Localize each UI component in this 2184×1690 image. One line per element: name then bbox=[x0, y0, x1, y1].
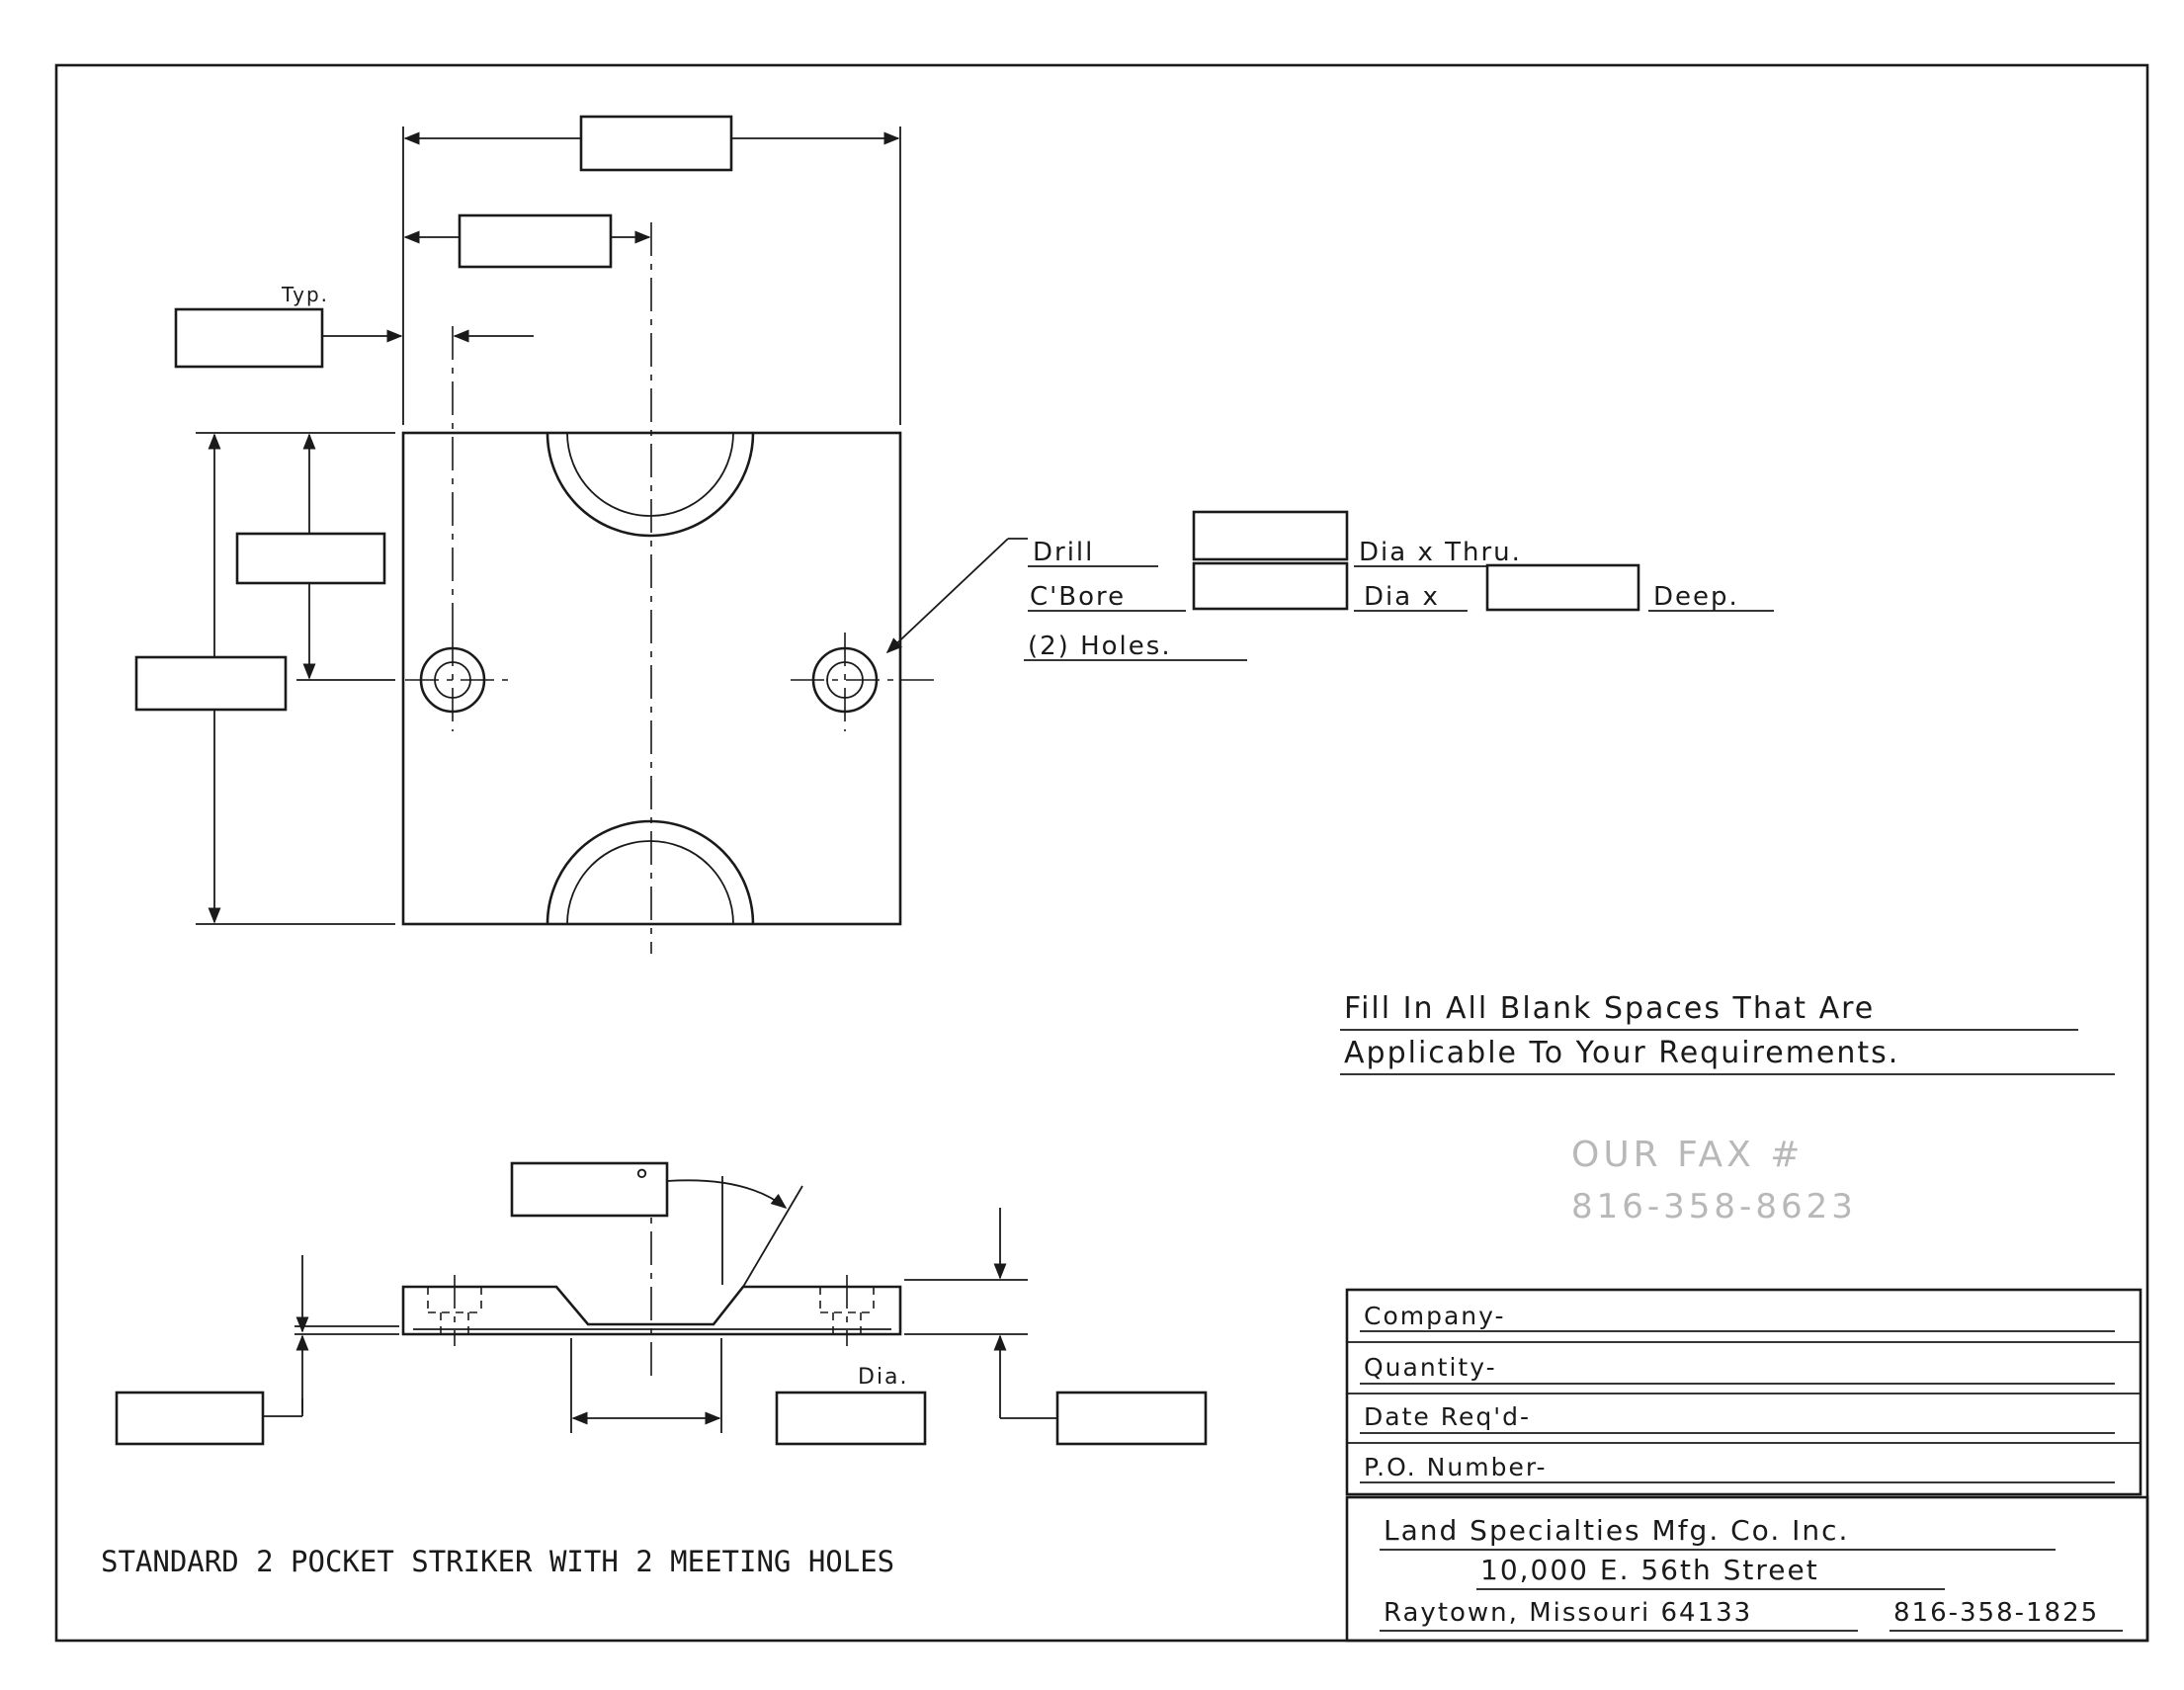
pocket-depth-input-box[interactable] bbox=[115, 1391, 265, 1446]
company-field-label: Company- bbox=[1364, 1302, 1506, 1330]
right-counterbore-hidden bbox=[819, 1275, 875, 1346]
fax-line-1: OUR FAX # bbox=[1571, 1135, 1804, 1175]
cbore-diameter-input-box[interactable] bbox=[1192, 561, 1349, 611]
sheet-border bbox=[54, 63, 2149, 1643]
hole-from-top-input-box[interactable] bbox=[235, 532, 386, 585]
fax-line-2: 816-358-8623 bbox=[1571, 1187, 1857, 1226]
overall-height-input-box[interactable] bbox=[134, 655, 288, 712]
overall-width-input-box[interactable] bbox=[579, 115, 733, 172]
left-counterbore-hidden bbox=[427, 1275, 482, 1346]
bottom-pocket bbox=[546, 819, 755, 925]
side-view: ° Dia. bbox=[115, 1161, 1208, 1446]
plan-view: Typ. bbox=[134, 115, 934, 954]
typ-edge-distance-input-box[interactable] bbox=[174, 307, 324, 369]
dia-x-label: Dia x bbox=[1364, 582, 1440, 612]
bottom-pocket-inner bbox=[566, 840, 734, 925]
degree-symbol: ° bbox=[634, 1164, 651, 1199]
thickness-input-box[interactable] bbox=[1055, 1391, 1208, 1446]
left-hole bbox=[405, 633, 514, 731]
angle-input-box[interactable] bbox=[510, 1161, 669, 1218]
drill-diameter-input-box[interactable] bbox=[1192, 510, 1349, 561]
po-number-field-label: P.O. Number- bbox=[1364, 1453, 1548, 1481]
pocket-diameter-input-box[interactable] bbox=[775, 1391, 927, 1446]
right-hole bbox=[791, 633, 934, 731]
quantity-field-label: Quantity- bbox=[1364, 1353, 1497, 1382]
order-form: Company- Quantity- Date Req'd- P.O. Numb… bbox=[1345, 1288, 2142, 1496]
street-address: 10,000 E. 56th Street bbox=[1480, 1554, 1819, 1586]
half-width-input-box[interactable] bbox=[458, 213, 613, 269]
cbore-depth-input-box[interactable] bbox=[1485, 563, 1640, 612]
company-name: Land Specialties Mfg. Co. Inc. bbox=[1384, 1514, 1849, 1547]
notes: Fill In All Blank Spaces That Are Applic… bbox=[1340, 991, 2115, 1226]
drill-label: Drill bbox=[1033, 538, 1094, 567]
note-line-1: Fill In All Blank Spaces That Are bbox=[1344, 991, 1875, 1026]
title-block: Land Specialties Mfg. Co. Inc. 10,000 E.… bbox=[1345, 1495, 2149, 1643]
drawing-caption: STANDARD 2 POCKET STRIKER WITH 2 MEETING… bbox=[101, 1545, 894, 1578]
top-pocket bbox=[546, 432, 755, 538]
note-line-2: Applicable To Your Requirements. bbox=[1344, 1036, 1899, 1070]
city-state-zip: Raytown, Missouri 64133 bbox=[1384, 1598, 1752, 1628]
top-pocket-inner bbox=[566, 432, 734, 517]
hole-callout: Drill Dia x Thru. C'Bore Dia x Deep. (2)… bbox=[885, 510, 1774, 661]
phone-number: 816-358-1825 bbox=[1893, 1598, 2099, 1628]
deep-label: Deep. bbox=[1653, 582, 1739, 612]
date-required-field-label: Date Req'd- bbox=[1364, 1402, 1531, 1431]
holes-label: (2) Holes. bbox=[1028, 632, 1172, 661]
dia-label: Dia. bbox=[858, 1365, 909, 1390]
cbore-label: C'Bore bbox=[1030, 582, 1126, 612]
dia-thru-label: Dia x Thru. bbox=[1359, 538, 1522, 567]
typ-label: Typ. bbox=[281, 283, 329, 306]
